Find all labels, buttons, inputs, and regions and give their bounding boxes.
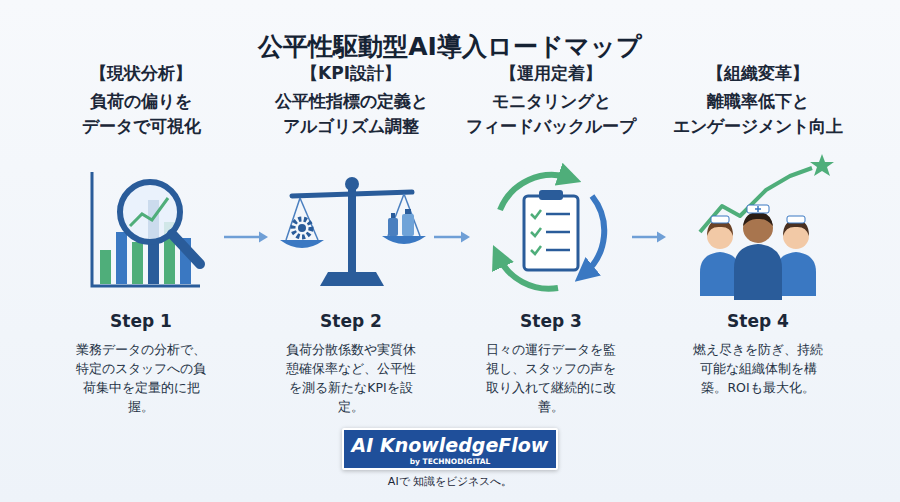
step-column: 【運用定着】モニタリングと フィードバックループStep 3日々の運行データを監… bbox=[472, 62, 630, 402]
tagline: AIで 知識をビジネスへ。 bbox=[0, 474, 900, 490]
step-description: 負荷分散係数や実質休憩確保率など、公平性を測る新たなKPIを設定。 bbox=[280, 340, 422, 416]
step-number: Step 3 bbox=[520, 310, 582, 332]
step-heading: モニタリングと フィードバックループ bbox=[466, 89, 636, 139]
step-category: 【運用定着】 bbox=[500, 62, 602, 84]
flow-arrow bbox=[224, 232, 268, 243]
logo-box: AI KnowledgeFlowby TECHNODIGITAL bbox=[342, 428, 558, 470]
step-description: 日々の運行データを監視し、スタッフの声を取り入れて継続的に改善。 bbox=[480, 340, 622, 416]
logo-wordmark: AI KnowledgeFlow bbox=[352, 433, 549, 457]
step-number: Step 1 bbox=[110, 310, 172, 332]
step-description: 業務データの分析で、特定のスタッフへの負荷集中を定量的に把握。 bbox=[70, 340, 212, 416]
cycle-clipboard-icon bbox=[498, 175, 604, 289]
step-column: 【組織変革】離職率低下と エンゲージメント向上 Step 4 燃え尽きを防ぎ、持続可… bbox=[668, 62, 848, 402]
step-heading: 公平性指標の定義と アルゴリズム調整 bbox=[275, 89, 428, 139]
step-heading: 負荷の偏りを データで可視化 bbox=[82, 89, 201, 139]
step-column: 【現状分析】負荷の偏りを データで可視化Step 1業務データの分析で、特定のス… bbox=[60, 62, 222, 402]
chart-magnifier-icon bbox=[92, 172, 200, 286]
step-description: 燃え尽きを防ぎ、持続可能な組織体制を構築。ROIも最大化。 bbox=[687, 340, 829, 397]
team-growth-icon bbox=[700, 154, 834, 300]
step-category: 【現状分析】 bbox=[90, 62, 192, 84]
step-number: Step 2 bbox=[320, 310, 382, 332]
step-heading: 離職率低下と エンゲージメント向上 bbox=[673, 89, 843, 139]
logo-byline: by TECHNODIGITAL bbox=[410, 457, 491, 466]
flow-arrow bbox=[632, 232, 666, 243]
step-column: 【KPI設計】公平性指標の定義と アルゴリズム調整Step 2負荷分散係数や実質… bbox=[270, 62, 432, 402]
flow-arrow bbox=[434, 232, 470, 243]
diagram-title: 公平性駆動型AI導入ロードマップ bbox=[0, 30, 900, 64]
step-category: 【KPI設計】 bbox=[301, 62, 401, 84]
balance-scale-icon bbox=[280, 177, 426, 286]
step-number: Step 4 bbox=[727, 310, 789, 332]
step-category: 【組織変革】 bbox=[707, 62, 809, 84]
